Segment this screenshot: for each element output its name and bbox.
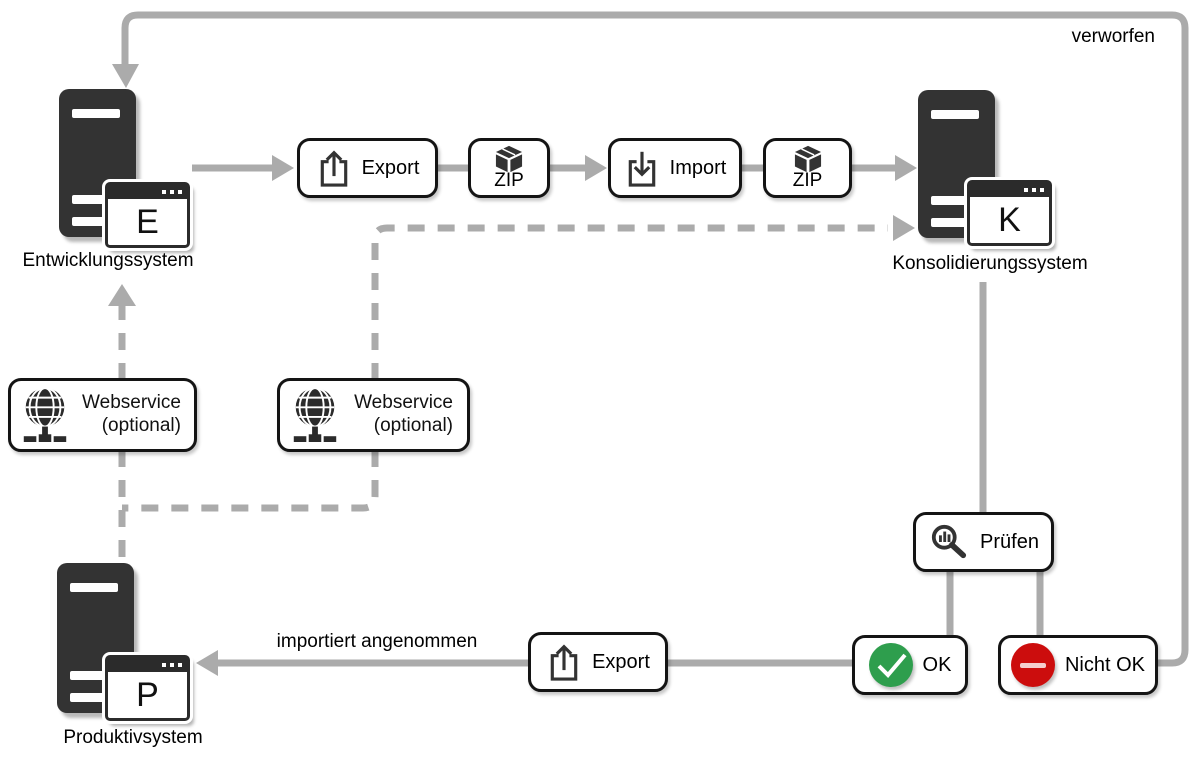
edge-webservice-to-cons-dashed [371, 224, 888, 380]
webservice-box-left: Webservice (optional) [8, 378, 197, 452]
label-development-system: Entwicklungssystem [22, 250, 194, 271]
edge-webservice-join-dashed [122, 450, 379, 512]
globe-icon [23, 387, 67, 442]
export-icon [550, 644, 578, 681]
arrowhead-into-dev [112, 64, 139, 88]
window-titlebar [108, 185, 187, 199]
app-window-icon-production: P [105, 655, 190, 721]
package-icon [794, 145, 821, 172]
pruefen-label: Prüfen [980, 530, 1039, 553]
nicht-ok-result: Nicht OK [998, 635, 1158, 695]
export-label: Export [361, 156, 420, 179]
server-slot [931, 196, 977, 205]
server-slot [72, 195, 118, 204]
edge-verworfen-loop [121, 11, 1189, 667]
label-production-system: Produktivsystem [63, 727, 203, 748]
window-titlebar [108, 658, 187, 672]
webservice-box-mid: Webservice (optional) [277, 378, 470, 452]
zip-artifact-2: ZIP [763, 138, 852, 198]
verworfen-label: verworfen [1071, 26, 1155, 47]
server-slot [931, 218, 977, 227]
import-step: Import [608, 138, 742, 198]
label-consolidation-system: Konsolidierungssystem [892, 253, 1088, 274]
webservice-label-line1: Webservice [354, 392, 453, 414]
arrowhead-import [585, 155, 607, 181]
arrowhead-prod [196, 650, 218, 676]
nicht-ok-label: Nicht OK [1064, 653, 1146, 676]
package-icon [495, 145, 523, 172]
server-slot [931, 110, 979, 119]
pruefen-step: Prüfen [913, 512, 1054, 572]
webservice-label: Webservice (optional) [352, 392, 459, 438]
app-window-icon-development: E [105, 182, 190, 248]
server-slot [70, 671, 116, 680]
arrowhead-dev-dashed [108, 284, 136, 306]
export-step-bottom: Export [528, 632, 668, 692]
system-letter-development: E [136, 203, 159, 241]
system-letter-consolidation: K [998, 201, 1021, 239]
minus-circle-icon [1010, 643, 1055, 687]
importiert-angenommen-label: importiert angenommen [276, 631, 478, 652]
server-slot [70, 583, 118, 592]
import-label: Import [669, 156, 727, 179]
minus-bar [1019, 662, 1046, 668]
arrowhead-cons [895, 155, 917, 181]
ok-result: OK [852, 635, 968, 695]
zip-label: ZIP [792, 169, 823, 191]
webservice-label-line2: (optional) [101, 415, 181, 436]
webservice-label-line2: (optional) [373, 415, 453, 436]
window-titlebar [970, 183, 1049, 197]
globe-icon [293, 387, 337, 442]
server-slot [72, 109, 120, 118]
zip-artifact-1: ZIP [468, 138, 550, 198]
arrowhead-export [272, 155, 294, 181]
system-letter-production: P [136, 676, 159, 714]
export-label: Export [592, 650, 650, 673]
import-icon [628, 151, 655, 187]
export-step-top: Export [297, 138, 438, 198]
ok-label: OK [922, 653, 952, 676]
magnifier-icon [931, 524, 967, 559]
arrowhead-cons-dashed [893, 215, 915, 241]
webservice-label: Webservice (optional) [82, 392, 187, 438]
check-circle-icon [868, 643, 913, 687]
server-slot [70, 693, 116, 702]
webservice-label-line1: Webservice [82, 392, 181, 414]
server-slot [72, 217, 118, 226]
zip-label: ZIP [494, 169, 524, 191]
app-window-icon-consolidation: K [967, 180, 1052, 246]
export-icon [320, 150, 347, 187]
